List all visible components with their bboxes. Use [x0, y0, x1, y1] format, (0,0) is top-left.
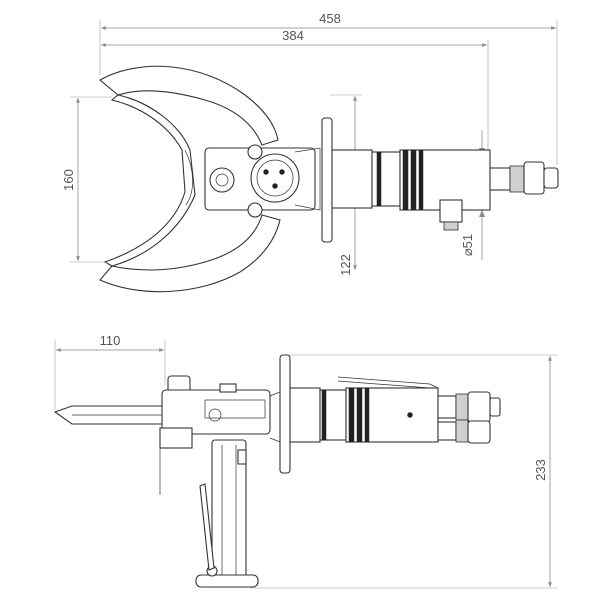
- flange-offset-label: 122: [338, 254, 353, 276]
- total-height-label: 233: [533, 459, 548, 481]
- side-flange: [279, 354, 291, 474]
- side-head: [159, 375, 281, 495]
- overall-length-label: 458: [319, 11, 341, 26]
- cutter-head: [204, 144, 321, 218]
- dimension-total-height: 233: [250, 354, 558, 589]
- jaw-to-flange-label: 384: [282, 28, 304, 43]
- hydraulic-coupling: [489, 161, 559, 195]
- diameter-label: ⌀51: [460, 234, 475, 256]
- tool-body: [331, 149, 491, 231]
- top-view: 458 384 160 122 ⌀51: [61, 11, 559, 293]
- dimension-overall-length: 458: [99, 11, 558, 165]
- dimension-jaw-opening: 160: [61, 96, 112, 263]
- cutter-jaw: [99, 65, 281, 293]
- handle: [195, 439, 259, 588]
- dimension-jaw-to-flange: 384: [101, 28, 489, 155]
- side-coupling: [437, 391, 501, 444]
- mounting-flange: [321, 117, 333, 243]
- cutter-blade: [53, 405, 181, 425]
- side-body: [289, 376, 439, 443]
- blade-reach-label: 110: [100, 333, 121, 348]
- jaw-opening-label: 160: [61, 169, 76, 191]
- side-view: 110 233: [53, 333, 558, 589]
- dimension-blade-reach: 110: [54, 333, 166, 410]
